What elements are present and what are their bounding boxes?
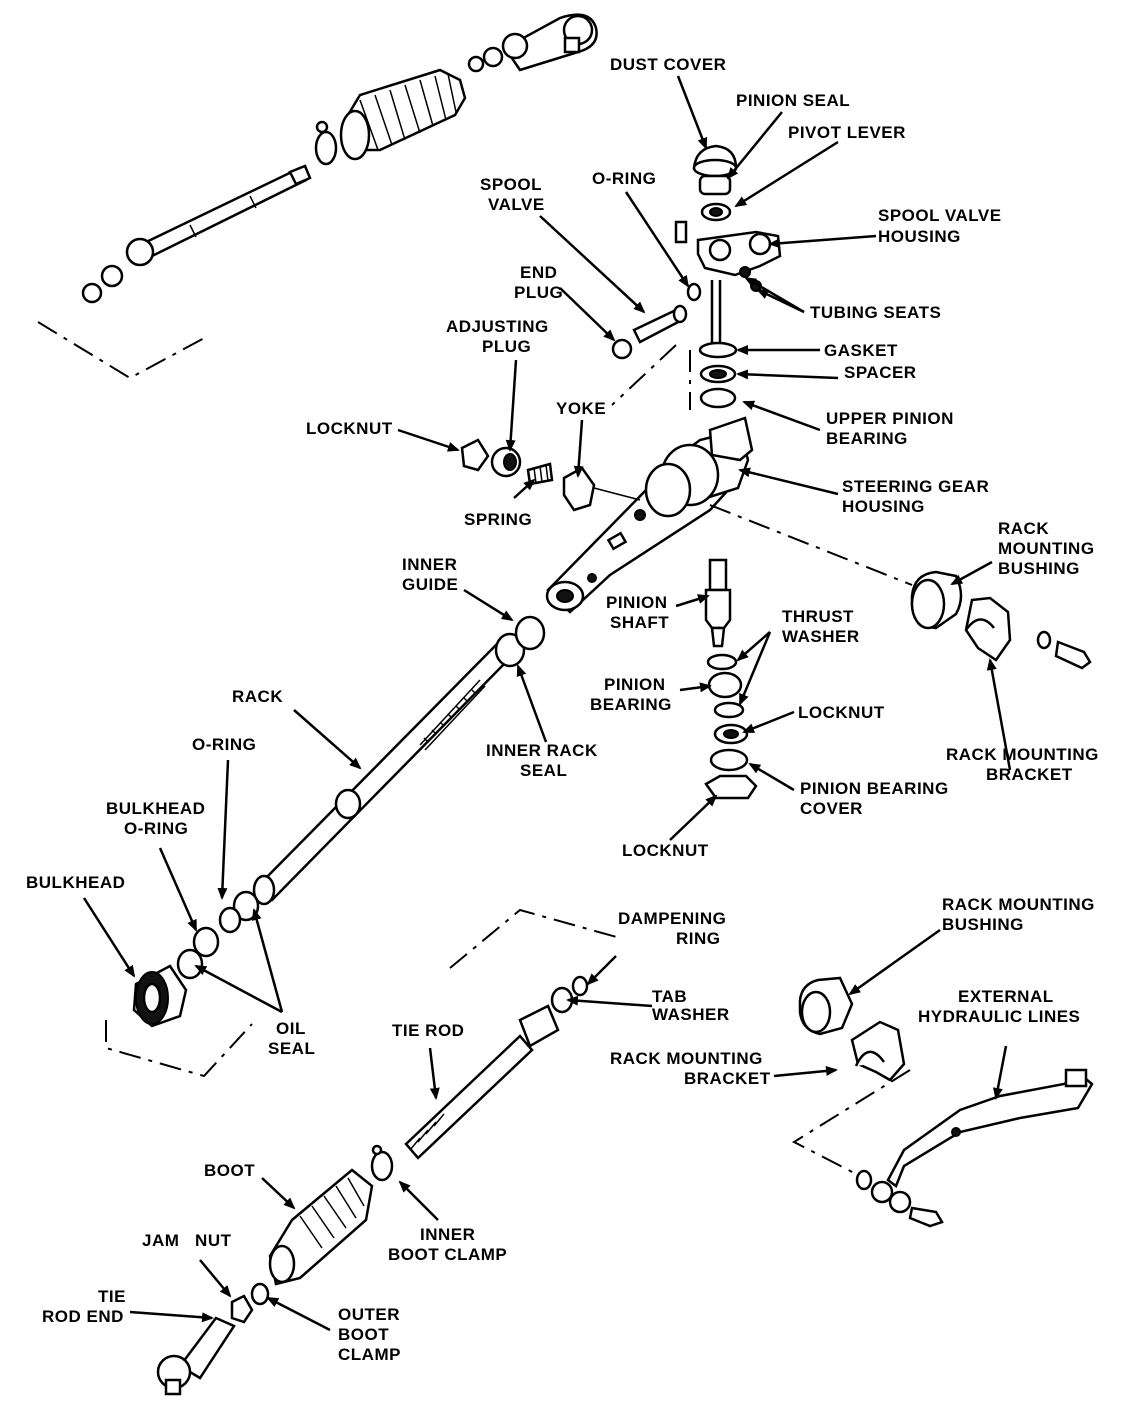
label-rack-mounting-bracket-bottom-2: BRACKET xyxy=(684,1069,771,1088)
label-tubing-seats: TUBING SEATS xyxy=(810,303,941,322)
label-tab-washer-1: TAB xyxy=(652,987,687,1006)
label-end-plug-2: PLUG xyxy=(514,283,563,302)
label-inner-rack-seal-1: INNER RACK xyxy=(486,741,598,760)
label-pivot-lever: PIVOT LEVER xyxy=(788,123,906,142)
label-pinion-bearing-1: PINION xyxy=(604,675,666,694)
label-rack: RACK xyxy=(232,687,283,706)
label-outer-boot-clamp-2: BOOT xyxy=(338,1325,389,1344)
upper-tie-rod-assembly xyxy=(81,13,598,304)
label-spool-valve-1: SPOOL xyxy=(480,175,542,194)
label-tab-washer-2: WASHER xyxy=(652,1005,730,1024)
label-spool-valve-housing-1: SPOOL VALVE xyxy=(878,206,1002,225)
label-pinion-bearing-2: BEARING xyxy=(590,695,672,714)
label-inner-guide-2: GUIDE xyxy=(402,575,458,594)
rack-assembly xyxy=(132,615,546,1028)
label-spool-valve-2: VALVE xyxy=(488,195,545,214)
label-oil-seal-2: SEAL xyxy=(268,1039,315,1058)
label-bulkhead-o-ring-1: BULKHEAD xyxy=(106,799,205,818)
leader-arrows xyxy=(82,75,1012,1332)
label-steering-gear-housing-2: HOUSING xyxy=(842,497,925,516)
right-mount-parts xyxy=(910,570,1092,670)
label-yoke: YOKE xyxy=(556,399,606,418)
label-rack-mounting-bushing-top-2: MOUNTING xyxy=(998,539,1095,558)
upper-alignment-line xyxy=(37,321,209,380)
label-locknut-right: LOCKNUT xyxy=(798,703,885,722)
label-inner-rack-seal-2: SEAL xyxy=(520,761,567,780)
label-oil-seal-1: OIL xyxy=(276,1019,306,1038)
lower-right-parts xyxy=(791,976,1094,1228)
label-o-ring-top: O-RING xyxy=(592,169,656,188)
label-outer-boot-clamp-3: CLAMP xyxy=(338,1345,401,1364)
label-locknut-left: LOCKNUT xyxy=(306,419,393,438)
label-outer-boot-clamp-1: OUTER xyxy=(338,1305,400,1324)
label-pinion-shaft-1: PINION xyxy=(606,593,668,612)
label-adjusting-plug-2: PLUG xyxy=(482,337,531,356)
label-end-plug-1: END xyxy=(520,263,557,282)
label-upper-pinion-bearing-2: BEARING xyxy=(826,429,908,448)
label-pinion-shaft-2: SHAFT xyxy=(610,613,669,632)
label-bulkhead: BULKHEAD xyxy=(26,873,125,892)
label-pinion-seal: PINION SEAL xyxy=(736,91,850,110)
label-dampening-ring-1: DAMPENING xyxy=(618,909,726,928)
label-gasket: GASKET xyxy=(824,341,898,360)
label-rack-mounting-bracket-top-1: RACK MOUNTING xyxy=(946,745,1099,764)
label-tie-rod-end-2: ROD END xyxy=(42,1307,124,1326)
label-boot: BOOT xyxy=(204,1161,255,1180)
label-inner-boot-clamp-2: BOOT CLAMP xyxy=(388,1245,507,1264)
label-thrust-washer-1: THRUST xyxy=(782,607,854,626)
label-upper-pinion-bearing-1: UPPER PINION xyxy=(826,409,954,428)
label-thrust-washer-2: WASHER xyxy=(782,627,860,646)
label-dust-cover: DUST COVER xyxy=(610,55,726,74)
label-tie-rod-end-1: TIE xyxy=(98,1287,126,1306)
housing-alignment-line xyxy=(709,504,913,586)
label-inner-guide-1: INNER xyxy=(402,555,457,574)
label-locknut-bottom: LOCKNUT xyxy=(622,841,709,860)
label-rack-mounting-bracket-bottom-1: RACK MOUNTING xyxy=(610,1049,763,1068)
label-rack-mounting-bracket-top-2: BRACKET xyxy=(986,765,1073,784)
label-rack-mounting-bushing-bottom-1: RACK MOUNTING xyxy=(942,895,1095,914)
label-external-hydraulic-lines-1: EXTERNAL xyxy=(958,987,1054,1006)
steering-gear-housing xyxy=(460,416,754,614)
label-spring: SPRING xyxy=(464,510,532,529)
lower-left-alignment-line xyxy=(105,1020,253,1078)
pinion-shaft-stack xyxy=(704,558,758,800)
label-spacer: SPACER xyxy=(844,363,917,382)
label-tie-rod: TIE ROD xyxy=(392,1021,464,1040)
label-external-hydraulic-lines-2: HYDRAULIC LINES xyxy=(918,1007,1080,1026)
label-rack-mounting-bushing-top-1: RACK xyxy=(998,519,1049,538)
label-jam-nut: JAM NUT xyxy=(142,1231,232,1250)
label-inner-boot-clamp-1: INNER xyxy=(420,1225,475,1244)
label-rack-mounting-bushing-bottom-2: BUSHING xyxy=(942,915,1024,934)
label-spool-valve-housing-2: HOUSING xyxy=(878,227,961,246)
label-dampening-ring-2: RING xyxy=(676,929,721,948)
label-pinion-bearing-cover-2: COVER xyxy=(800,799,863,818)
label-bulkhead-o-ring-2: O-RING xyxy=(124,819,188,838)
labels: DUST COVER PINION SEAL PIVOT LEVER SPOOL… xyxy=(26,55,1099,1364)
lower-tie-rod-assembly xyxy=(156,908,621,1396)
label-pinion-bearing-cover-1: PINION BEARING xyxy=(800,779,949,798)
label-adjusting-plug-1: ADJUSTING xyxy=(446,317,549,336)
pinion-valve-stack xyxy=(611,144,782,410)
label-rack-mounting-bushing-top-3: BUSHING xyxy=(998,559,1080,578)
label-steering-gear-housing-1: STEERING GEAR xyxy=(842,477,989,496)
label-o-ring-mid: O-RING xyxy=(192,735,256,754)
